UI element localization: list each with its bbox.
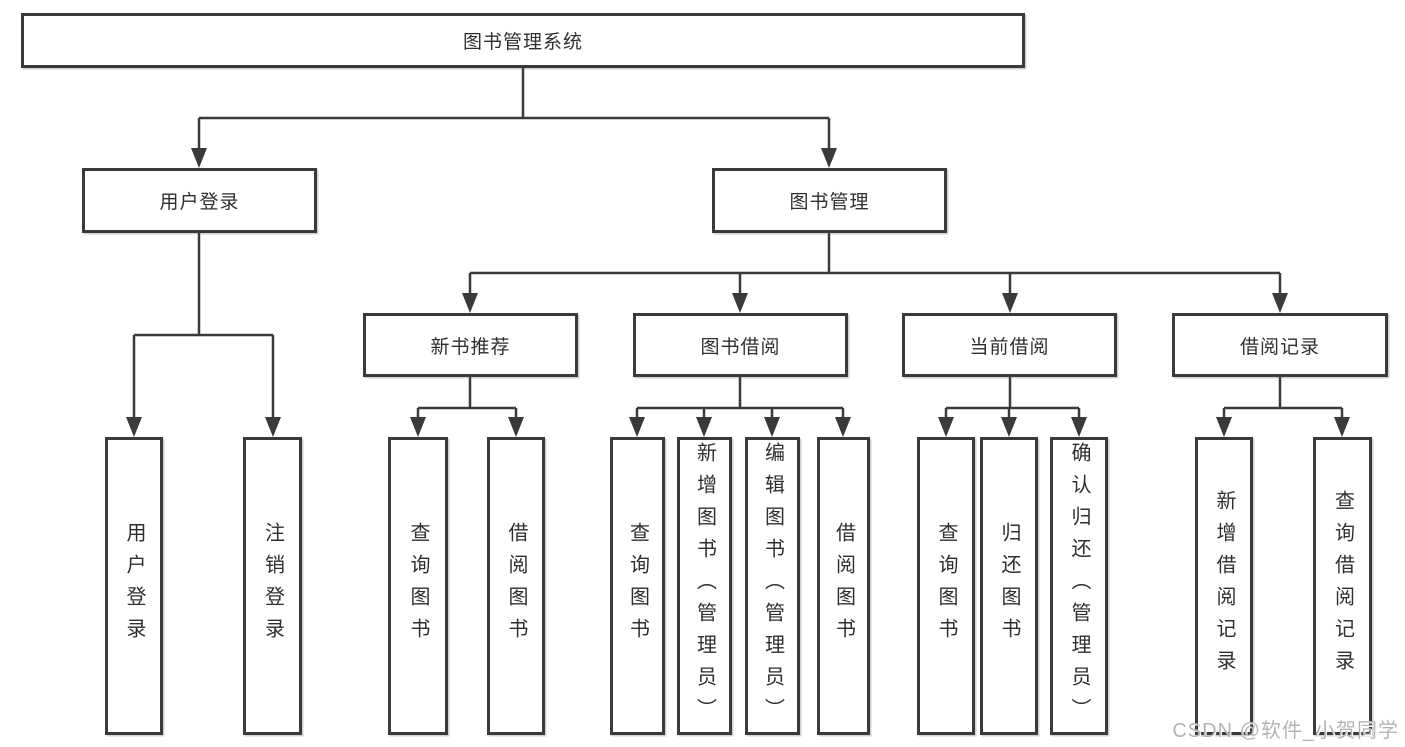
leaf-user-login: 用户登录 [105, 437, 163, 735]
arrowhead-icon [508, 417, 524, 437]
node-label: 查询图书 [626, 522, 649, 650]
node-label: 图书管理系统 [462, 32, 583, 53]
leaf-query-books-rec: 查询图书 [388, 437, 448, 735]
node-label: 用户登录 [159, 192, 240, 213]
leaf-edit-books-admin: 编辑图书（管理员） [745, 437, 800, 735]
arrowhead-icon [462, 293, 478, 313]
arrowhead-icon [1001, 417, 1017, 437]
arrowhead-icon [696, 417, 712, 437]
leaf-add-books-admin: 新增图书（管理员） [677, 437, 732, 735]
leaf-query-books-borrow: 查询图书 [610, 437, 665, 735]
leaf-return-books: 归还图书 [980, 437, 1038, 735]
arrowhead-icon [1216, 417, 1232, 437]
node-label: 新增图书（管理员） [693, 442, 716, 730]
arrowhead-icon [1334, 417, 1350, 437]
leaf-query-borrow-record: 查询借阅记录 [1313, 437, 1372, 735]
node-current-borrow: 当前借阅 [902, 313, 1117, 377]
node-label: 图书管理 [789, 192, 870, 213]
leaf-confirm-return-admin: 确认归还（管理员） [1050, 437, 1108, 735]
node-label: 图书借阅 [700, 336, 781, 358]
arrowhead-icon [938, 417, 954, 437]
arrowhead-icon [1071, 417, 1087, 437]
node-label: 借阅图书 [505, 522, 527, 650]
arrowhead-icon [732, 293, 748, 313]
node-book-borrow: 图书借阅 [633, 313, 848, 377]
arrowhead-icon [1002, 293, 1018, 313]
node-label: 查询图书 [407, 522, 429, 650]
arrowhead-icon [821, 148, 837, 168]
leaf-borrow-books: 借阅图书 [817, 437, 870, 735]
node-label: 注销登录 [261, 522, 284, 650]
node-label: 查询借阅记录 [1331, 490, 1354, 682]
node-user-login: 用户登录 [82, 168, 317, 233]
arrowhead-icon [764, 417, 780, 437]
arrowhead-icon [126, 417, 142, 437]
node-new-book-recommend: 新书推荐 [363, 313, 578, 377]
arrowhead-icon [1272, 293, 1288, 313]
arrowhead-icon [835, 417, 851, 437]
node-label: 用户登录 [123, 522, 145, 650]
leaf-query-books-current: 查询图书 [917, 437, 975, 735]
node-label: 新书推荐 [430, 336, 511, 358]
leaf-add-borrow-record: 新增借阅记录 [1195, 437, 1253, 735]
node-label: 借阅图书 [832, 522, 855, 650]
arrowhead-icon [410, 417, 426, 437]
csdn-watermark: CSDN @软件_小贺同学 [1172, 720, 1399, 742]
leaf-logout: 注销登录 [243, 437, 302, 735]
node-label: 确认归还（管理员） [1068, 442, 1090, 730]
node-borrow-records: 借阅记录 [1172, 313, 1388, 377]
leaf-borrow-books-rec: 借阅图书 [487, 437, 545, 735]
node-label: 当前借阅 [969, 336, 1050, 358]
node-label: 新增借阅记录 [1213, 490, 1235, 682]
node-label: 借阅记录 [1239, 336, 1320, 358]
node-label: 查询图书 [935, 522, 957, 650]
arrowhead-icon [629, 417, 645, 437]
node-label: 编辑图书（管理员） [761, 442, 784, 730]
node-library-system: 图书管理系统 [21, 13, 1025, 68]
node-book-management: 图书管理 [712, 168, 947, 233]
node-label: 归还图书 [998, 522, 1020, 650]
arrowhead-icon [191, 148, 207, 168]
arrowhead-icon [265, 417, 281, 437]
